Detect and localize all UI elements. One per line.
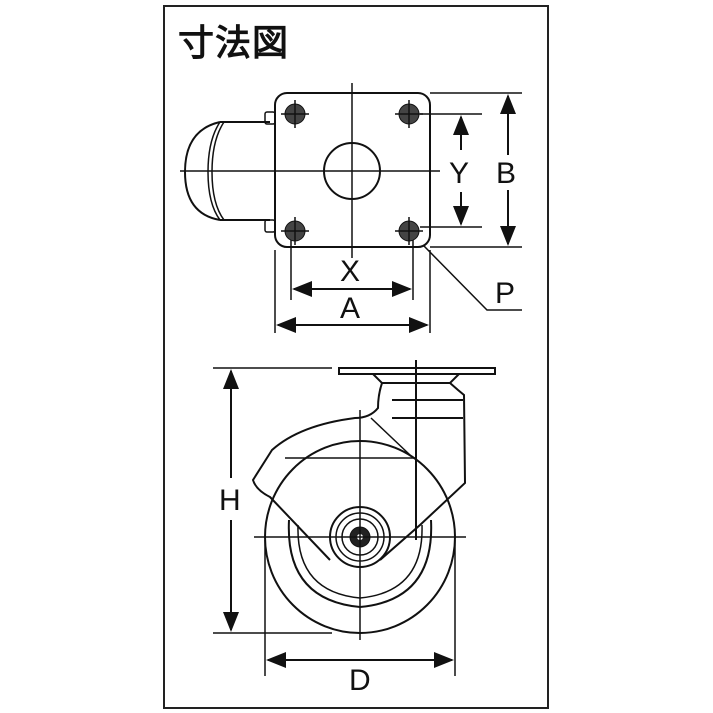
dim-label-a: A — [340, 292, 360, 325]
fork-body-left — [251, 382, 383, 561]
bolt-holes — [281, 100, 423, 245]
side-view: H D — [213, 360, 496, 697]
top-view: Y B X A P — [180, 83, 522, 333]
diagram-title: 寸法図 — [178, 23, 290, 64]
fork-body-right — [379, 382, 467, 561]
dim-label-p: P — [495, 277, 515, 310]
dim-label-b: B — [496, 157, 516, 190]
dim-label-y: Y — [449, 157, 469, 190]
dim-label-h: H — [219, 484, 241, 517]
dim-label-x: X — [340, 255, 360, 288]
drawing-frame — [163, 5, 549, 709]
dim-label-d: D — [349, 664, 371, 697]
wheel-top-outline — [183, 121, 221, 221]
